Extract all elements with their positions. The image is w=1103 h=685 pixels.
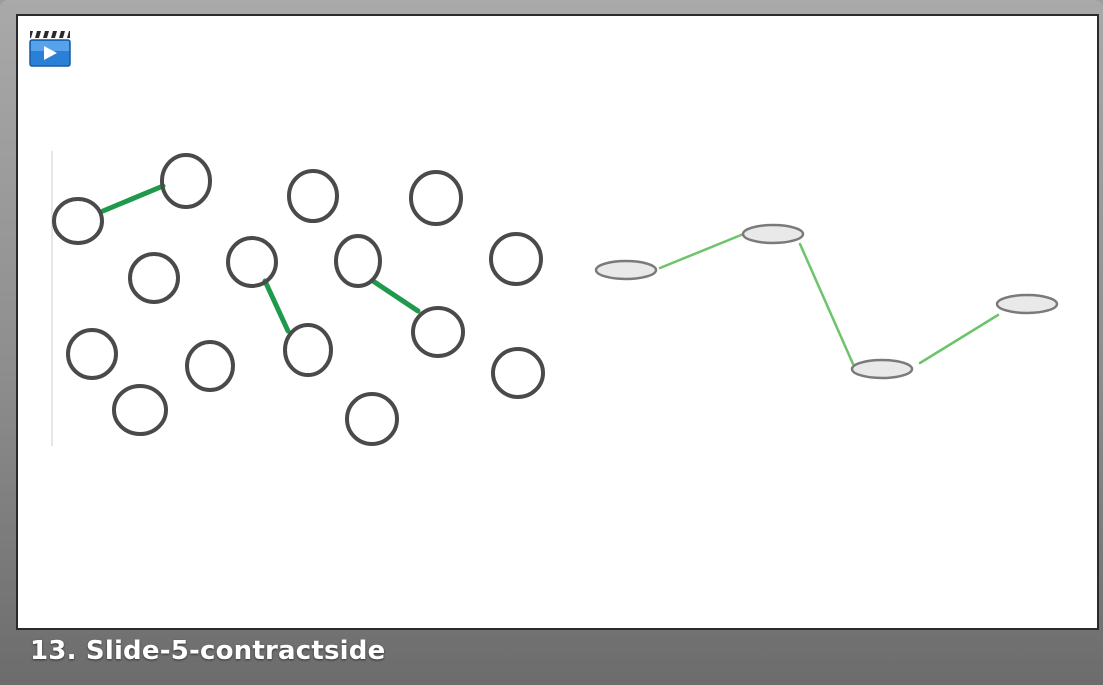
particle-circle — [283, 323, 333, 377]
slide-illustration — [51, 151, 1059, 446]
particle-circle — [491, 347, 545, 399]
slide-caption: 13. Slide-5-contractside — [30, 636, 386, 666]
movie-clip-icon — [29, 31, 71, 67]
particle-circle — [128, 252, 180, 304]
flat-disk — [594, 259, 658, 281]
bond-line — [100, 183, 166, 214]
particle-circle — [185, 340, 235, 392]
particle-circle — [287, 169, 339, 223]
particle-circle — [334, 234, 382, 288]
chain-link — [918, 313, 1000, 365]
particle-circle — [345, 392, 399, 446]
particle-circle — [409, 170, 463, 226]
flat-disk — [741, 223, 805, 245]
bond-line — [262, 278, 291, 334]
particle-circle — [52, 197, 104, 245]
particle-circle — [66, 328, 118, 380]
particle-circle — [411, 306, 465, 358]
chain-link — [798, 242, 855, 366]
particle-circle — [112, 384, 168, 436]
bond-line — [370, 278, 421, 314]
flat-disk — [850, 358, 914, 380]
slide-preview[interactable] — [16, 14, 1099, 630]
particle-circle — [160, 153, 212, 209]
chain-link — [658, 231, 748, 270]
particle-circle — [489, 232, 543, 286]
flat-disk — [995, 293, 1059, 315]
particle-circle — [226, 236, 278, 288]
